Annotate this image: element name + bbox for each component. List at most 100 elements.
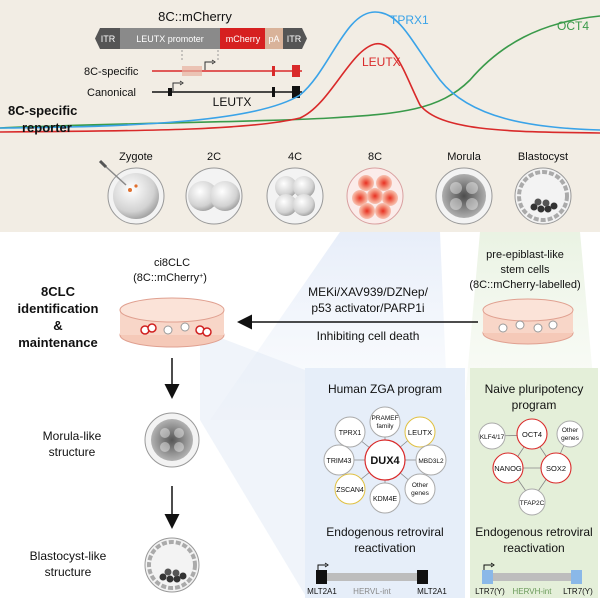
- stage-label-2c: 2C: [207, 151, 221, 163]
- zga-title: Human ZGA program: [328, 382, 442, 396]
- blastocyst-like-label: structure: [45, 565, 92, 579]
- pre-epi-dish: [482, 298, 574, 345]
- sox2-node-label: SOX2: [546, 464, 566, 473]
- zga-erv-title: Endogenous retroviral: [326, 525, 443, 539]
- construct-title: 8C::mCherry: [158, 9, 232, 24]
- blastocyst-like-label: Blastocyst-like: [30, 549, 107, 563]
- canonical-isoform-track: [152, 80, 302, 98]
- leutx-curve: [0, 43, 600, 134]
- naive-erv-right-label: LTR7(Y): [563, 587, 593, 596]
- blastocyst-like-structure: [144, 537, 200, 593]
- naive-outer-label: KLF4/17: [480, 434, 505, 441]
- tprx1-curve: [0, 11, 600, 131]
- naive-panel: [470, 368, 598, 598]
- zga-node-label: TRIM43: [327, 458, 352, 465]
- leutx-gene-label: LEUTX: [213, 95, 252, 109]
- zga-erv-left-label: MLT2A1: [307, 587, 337, 596]
- 8clc-section-label: &: [53, 318, 62, 333]
- 8c-embryo: [346, 167, 404, 225]
- naive-outer-node: [478, 422, 506, 450]
- zga-node-label: family: [377, 423, 395, 430]
- zga-node-label: LEUTX: [408, 428, 432, 437]
- pre-epi-label: (8C::mCherry-labelled): [469, 279, 580, 291]
- zga-node-label: PRAMEF: [371, 415, 398, 422]
- zga-node-label: TPRX1: [339, 430, 362, 437]
- 8clc-section-label: maintenance: [18, 335, 97, 350]
- stage-label-8c: 8C: [368, 151, 382, 163]
- 8clc-section-label: identification: [18, 301, 99, 316]
- zga-node: [404, 473, 436, 505]
- naive-outer-node: [518, 488, 546, 516]
- zga-erv-right-label: MLT2A1: [417, 587, 447, 596]
- oct4-node-label: OCT4: [522, 430, 542, 439]
- specific-isoform-label: 8C-specific: [84, 66, 139, 78]
- zga-node: [334, 416, 366, 448]
- oct4-curve-label: OCT4: [557, 19, 589, 33]
- zga-node-label: KDM4E: [373, 496, 397, 503]
- zga-node: [323, 444, 355, 476]
- naive-outer-label: Other: [562, 427, 579, 434]
- 2c-embryo: [185, 167, 243, 225]
- ci8clc-dish: [119, 297, 225, 348]
- zga-node-label: genes: [411, 490, 429, 497]
- ci8clc-reporter-label: (8C::mCherry+): [133, 272, 207, 284]
- naive-erv-mid-label: HERVH-int: [513, 587, 553, 596]
- treatment-label: p53 activator/PARP1i: [311, 301, 424, 315]
- naive-outer-label: genes: [561, 435, 579, 442]
- zga-node: [415, 444, 447, 476]
- stage-label-4c: 4C: [288, 151, 302, 163]
- dux4-label: DUX4: [370, 455, 400, 467]
- zga-beam-side: [200, 330, 305, 595]
- mcherry-label: mCherry: [226, 34, 261, 44]
- canonical-isoform-label: Canonical: [87, 87, 136, 99]
- stage-label-blastocyst: Blastocyst: [518, 151, 568, 163]
- specific-isoform-track: [152, 59, 302, 77]
- oct4-node: [516, 418, 548, 450]
- naive-erv-left-label: LTR7(Y): [475, 587, 505, 596]
- morula-like-label: Morula-like: [43, 429, 102, 443]
- promoter-label: LEUTX promoter: [136, 34, 204, 44]
- stage-label-morula: Morula: [447, 151, 482, 163]
- itr-left-label: ITR: [101, 34, 116, 44]
- 8clc-section-label: 8CLC: [41, 284, 76, 299]
- zygote-embryo: [98, 159, 165, 225]
- nanog-node-label: NANOG: [494, 464, 522, 473]
- naive-title: program: [512, 398, 557, 412]
- zga-node: [369, 406, 401, 438]
- stage-label-zygote: Zygote: [119, 151, 153, 163]
- naive-outer-node: [556, 420, 584, 448]
- zga-node: [404, 416, 436, 448]
- 4c-embryo: [266, 167, 324, 225]
- construct-bar: [95, 28, 307, 49]
- pa-label: pA: [268, 34, 279, 44]
- inhibiting-label: Inhibiting cell death: [317, 329, 420, 343]
- zga-erv-mid-label: HERVL-int: [353, 587, 391, 596]
- pre-epi-label: stem cells: [501, 264, 550, 276]
- reporter-section-label: reporter: [22, 120, 72, 135]
- naive-erv-title: reactivation: [503, 541, 564, 555]
- blastocyst-embryo: [514, 167, 572, 225]
- naive-erv-title: Endogenous retroviral: [475, 525, 592, 539]
- zga-node-label: MBD3L2: [418, 458, 444, 465]
- sox2-node: [540, 452, 572, 484]
- naive-outer-label: TFAP2C: [520, 500, 545, 507]
- treatment-label: MEKi/XAV939/DZNep/: [308, 285, 428, 299]
- nanog-node: [492, 452, 524, 484]
- morula-like-structure: [144, 412, 200, 468]
- pre-epi-label: pre-epiblast-like: [486, 249, 564, 261]
- naive-title: Naive pluripotency: [485, 382, 584, 396]
- morula-embryo: [435, 167, 493, 225]
- zga-node: [334, 473, 366, 505]
- zga-erv-title: reactivation: [354, 541, 415, 555]
- reporter-section-label: 8C-specific: [8, 103, 77, 118]
- zga-node-label: ZSCAN4: [336, 487, 364, 494]
- itr-right-label: ITR: [287, 34, 302, 44]
- zga-erv-element: [316, 562, 428, 584]
- tprx1-curve-label: TPRX1: [390, 13, 429, 27]
- zga-node-label: Other: [412, 482, 429, 489]
- dux4-node: [364, 439, 406, 481]
- naive-erv-element: [482, 562, 582, 584]
- morula-like-label: structure: [49, 445, 96, 459]
